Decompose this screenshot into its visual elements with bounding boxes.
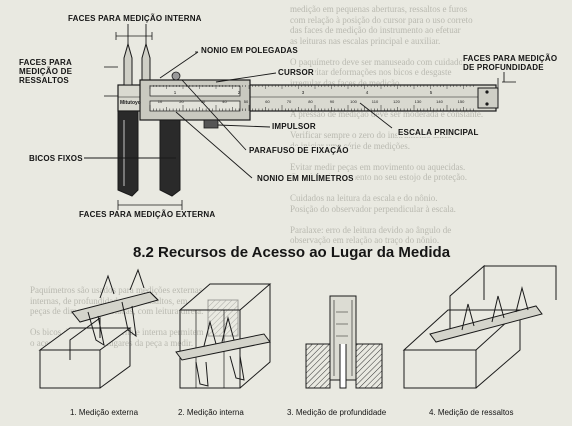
mm-scale-number: 50: [244, 99, 249, 104]
label-bicos-fixos: BICOS FIXOS: [28, 154, 84, 163]
label-faces-interna: FACES PARA MEDIÇÃO INTERNA: [67, 14, 203, 23]
inch-scale-number: 3: [302, 90, 305, 95]
sketch-internal-measurement: [175, 283, 272, 389]
sketch-step-measurement: [402, 264, 557, 389]
inch-scale-number: 4: [366, 90, 369, 95]
mm-scale-number: 110: [372, 99, 379, 104]
label-nonio-polegadas: NONIO EM POLEGADAS: [200, 46, 299, 55]
inch-scale-number: 5: [430, 90, 433, 95]
sketch-external-measurement: [38, 268, 159, 389]
mm-scale-number: 70: [287, 99, 292, 104]
label-escala-principal: ESCALA PRINCIPAL: [397, 128, 480, 137]
mm-scale-number: 100: [350, 99, 357, 104]
inch-scale-number: 2: [238, 90, 241, 95]
label-nonio-milimetros: NONIO EM MILÍMETROS: [256, 174, 355, 183]
caption-step: 4. Medição de ressaltos: [429, 408, 514, 417]
label-faces-profundidade: FACES PARA MEDIÇÃO DE PROFUNDIDADE: [462, 54, 559, 72]
caption-depth: 3. Medição de profundidade: [287, 408, 387, 417]
label-faces-ressaltos: FACES PARA MEDIÇÃO DE RESSALTOS: [18, 58, 74, 85]
scale-numbers: 10 20 30 40 50 60 70 80 90 100 110 120 130 140 150 1 2 3 4…: [158, 90, 465, 104]
mm-scale-number: 120: [393, 99, 400, 104]
caption-external: 1. Medição externa: [70, 408, 139, 417]
label-impulsor: IMPULSOR: [271, 122, 317, 131]
mm-scale-number: 30: [201, 99, 206, 104]
label-faces-externa: FACES PARA MEDIÇÃO EXTERNA: [78, 210, 217, 219]
vernier-caliper: [104, 32, 516, 210]
mm-scale-number: 40: [222, 99, 227, 104]
label-cursor: CURSOR: [277, 68, 315, 77]
leader-lines: [68, 24, 505, 179]
inch-scale-number: 1: [174, 90, 177, 95]
mm-scale-number: 130: [415, 99, 422, 104]
scale-ticks: [149, 85, 474, 111]
mm-scale-number: 80: [308, 99, 313, 104]
mm-scale-number: 10: [158, 99, 163, 104]
mm-scale-number: 20: [179, 99, 184, 104]
label-parafuso: PARAFUSO DE FIXAÇÃO: [248, 146, 350, 155]
section-title: 8.2 Recursos de Acesso ao Lugar da Medid…: [133, 244, 451, 261]
mm-scale-number: 60: [265, 99, 270, 104]
brand-logo-text: Mitutoyo: [120, 100, 141, 106]
mm-scale-number: 150: [458, 99, 465, 104]
caption-internal: 2. Medição interna: [178, 408, 244, 417]
sketch-depth-measurement: [305, 295, 383, 389]
mm-scale-number: 90: [330, 99, 335, 104]
mm-scale-number: 140: [436, 99, 443, 104]
